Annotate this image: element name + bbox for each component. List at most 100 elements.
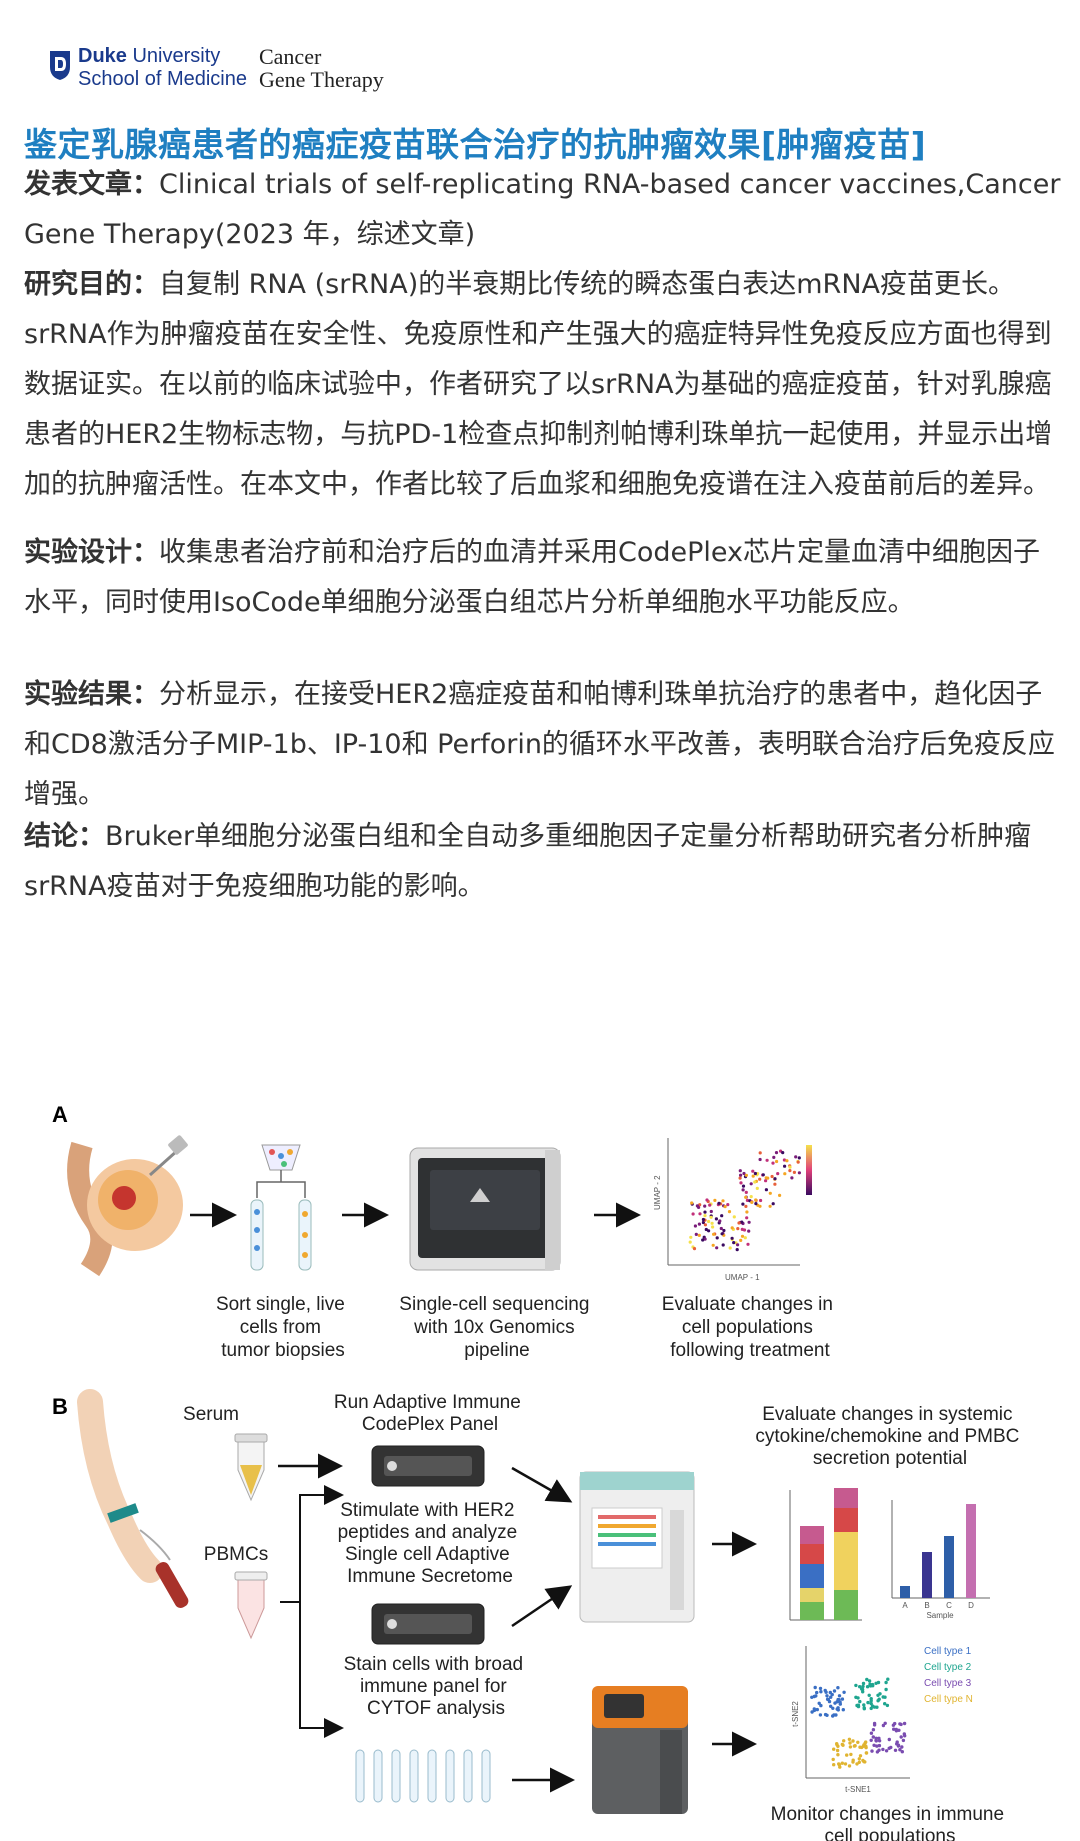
tsne-point — [883, 1695, 887, 1699]
tsne-point — [813, 1685, 817, 1690]
umap-point — [783, 1164, 787, 1168]
umap-point — [739, 1173, 743, 1177]
tsne-point — [858, 1754, 863, 1758]
tsne-point — [881, 1747, 885, 1752]
umap-point — [749, 1182, 753, 1186]
umap-point — [742, 1171, 746, 1176]
umap-point — [701, 1220, 706, 1225]
tsne-point — [863, 1760, 867, 1764]
umap-point — [740, 1220, 744, 1224]
umap-point — [774, 1151, 779, 1155]
panel-a-letter: A — [52, 1102, 68, 1127]
section-conclusion: 结论：Bruker单细胞分泌蛋白组和全自动多重细胞因子定量分析帮助研究者分析肿瘤… — [24, 821, 1032, 902]
panel-b-letter: B — [52, 1394, 68, 1419]
umap-point — [747, 1229, 751, 1233]
tsne-point — [827, 1699, 832, 1704]
tsne-point — [898, 1722, 902, 1726]
tsne-point — [825, 1713, 829, 1717]
tsne-point — [843, 1762, 848, 1766]
tsne-point — [900, 1745, 904, 1749]
umap-point — [745, 1210, 749, 1214]
tsne-point — [870, 1749, 874, 1753]
bar-cat-b: B — [924, 1601, 929, 1610]
umap-point — [739, 1181, 743, 1185]
umap-point — [749, 1195, 753, 1199]
pbmc-tube-icon — [234, 1571, 268, 1640]
umap-point — [744, 1190, 748, 1194]
umap-point — [745, 1216, 749, 1220]
tsne-point — [876, 1699, 880, 1703]
tsne-point — [854, 1695, 858, 1699]
section-results: 实验结果：分析显示，在接受HER2癌症疫苗和帕博利珠单抗治疗的患者中，趋化因子和… — [24, 679, 1055, 810]
umap-point — [788, 1165, 792, 1169]
umap-point — [704, 1227, 708, 1232]
tsne-legend-item: Cell type 3 — [924, 1678, 972, 1689]
pbmc-label: PBMCs — [204, 1544, 268, 1565]
tsne-point — [857, 1757, 861, 1761]
tsne-point — [897, 1728, 901, 1732]
tsne-point — [867, 1679, 872, 1683]
tsne-point — [845, 1753, 849, 1757]
tsne-point — [900, 1750, 904, 1754]
tsne-point — [854, 1683, 858, 1688]
codeplex-caption: Run Adaptive Immune CodePlex Panel — [334, 1392, 526, 1435]
umap-point — [698, 1212, 702, 1216]
tsne-point — [861, 1690, 865, 1694]
evaluate-systemic-caption: Evaluate changes in systemic cytokine/ch… — [755, 1404, 1024, 1469]
umap-point — [721, 1243, 725, 1247]
tsne-point — [830, 1692, 834, 1697]
umap-point — [720, 1214, 724, 1218]
umap-point — [688, 1240, 692, 1244]
tsne-point — [824, 1690, 828, 1694]
breast-biopsy-icon — [67, 1135, 188, 1277]
tsne-point — [864, 1751, 869, 1755]
umap-point — [705, 1198, 709, 1202]
tsne-point — [856, 1704, 861, 1709]
tsne-legend-item: Cell type 2 — [924, 1662, 972, 1673]
umap-xlabel: UMAP - 1 — [725, 1273, 760, 1282]
tsne-point — [901, 1738, 906, 1743]
tsne-point — [856, 1740, 860, 1744]
umap-point — [701, 1238, 705, 1242]
tsne-point — [840, 1761, 844, 1765]
umap-point — [741, 1184, 746, 1188]
tsne-point — [818, 1713, 823, 1717]
tsne-point — [878, 1692, 882, 1696]
umap-point — [738, 1176, 742, 1180]
tsne-point — [884, 1687, 888, 1692]
codeplex-chip-icon — [371, 1445, 485, 1487]
tsne-point — [894, 1727, 898, 1732]
cytof-tube — [463, 1749, 473, 1803]
umap-point — [751, 1169, 755, 1173]
umap-point — [697, 1233, 701, 1237]
tsne-point — [868, 1684, 873, 1688]
tsne-point — [884, 1680, 888, 1685]
tsne-point — [866, 1700, 870, 1705]
tsne-point — [864, 1740, 868, 1744]
tsne-point — [872, 1723, 877, 1727]
tsne-point — [853, 1744, 857, 1748]
tsne-point — [810, 1710, 814, 1714]
umap-point — [708, 1203, 712, 1207]
umap-point — [754, 1198, 758, 1202]
tsne-point — [887, 1737, 891, 1742]
tsne-point — [872, 1705, 877, 1709]
tsne-point — [831, 1706, 835, 1710]
tsne-point — [865, 1685, 870, 1689]
umap-point — [768, 1191, 772, 1195]
umap-point — [764, 1179, 768, 1183]
isocode-chip-icon — [371, 1603, 485, 1645]
umap-point — [759, 1198, 763, 1203]
umap-point — [794, 1155, 798, 1159]
tsne-point — [874, 1739, 878, 1743]
journal-logo-text: Cancer Gene Therapy — [258, 44, 384, 92]
umap-point — [703, 1214, 707, 1218]
tsne-point — [836, 1753, 840, 1757]
tsne-point — [902, 1721, 907, 1726]
tsne-point — [861, 1684, 865, 1689]
umap-point — [742, 1228, 747, 1232]
tsne-point — [840, 1742, 844, 1747]
umap-ylabel: UMAP - 2 — [653, 1175, 662, 1210]
page-title: 鉴定乳腺癌患者的癌症疫苗联合治疗的抗肿瘤效果[肿瘤疫苗] — [24, 125, 927, 164]
